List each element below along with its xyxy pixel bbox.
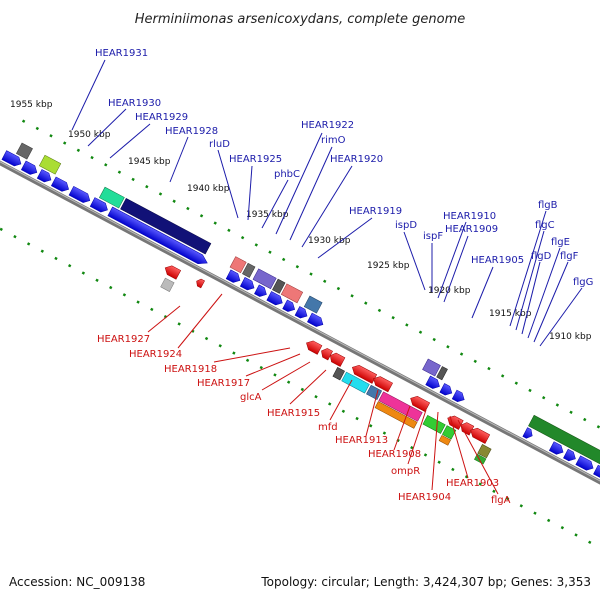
gene-label: HEAR1910 (443, 211, 496, 222)
top-leader-lines (71, 59, 583, 347)
gene-label: HEAR1918 (164, 364, 217, 375)
gene-label: ispD (395, 220, 417, 231)
map-title: Herminiimonas arsenicoxydans, complete g… (135, 12, 465, 27)
gene-label: flgD (531, 251, 552, 262)
gene-label: HEAR1927 (97, 334, 150, 345)
kbp-label: 1945 kbp (128, 157, 171, 167)
gene-label: flgB (538, 200, 558, 211)
topology-text: Topology: circular; Length: 3,424,307 bp… (260, 575, 591, 589)
gene-label: phbC (274, 169, 300, 180)
gene-label: flgE (551, 237, 570, 248)
kbp-label: 1920 kbp (428, 286, 471, 296)
gene-label: ispF (423, 231, 443, 242)
kbp-label: 1910 kbp (549, 332, 592, 342)
gene-label: flgG (573, 277, 593, 288)
gene-label: flgC (535, 220, 555, 231)
genome-band (0, 119, 600, 554)
gene-label: HEAR1917 (197, 378, 250, 389)
gene-label: HEAR1909 (445, 224, 498, 235)
kbp-labels: 1955 kbp 1950 kbp 1945 kbp 1940 kbp 1935… (10, 100, 592, 342)
gene-label: ompR (391, 466, 420, 477)
gene-label: flgF (560, 251, 579, 262)
gene-label: HEAR1924 (129, 349, 182, 360)
gene-label: HEAR1908 (368, 449, 421, 460)
gene-label: HEAR1925 (229, 154, 282, 165)
kbp-label: 1940 kbp (187, 184, 230, 194)
top-gene-labels: HEAR1931 HEAR1930 HEAR1929 HEAR1928 rluD… (95, 48, 593, 288)
gene-label: HEAR1931 (95, 48, 148, 59)
kbp-label: 1915 kbp (489, 309, 532, 319)
kbp-label: 1925 kbp (367, 261, 410, 271)
kbp-label: 1950 kbp (68, 130, 111, 140)
gene-label: HEAR1905 (471, 255, 524, 266)
gene-label: HEAR1904 (398, 492, 451, 503)
backbone-line (0, 151, 600, 513)
forward-strand-arrows (1, 150, 600, 479)
gene-label: HEAR1930 (108, 98, 161, 109)
gene-label: HEAR1920 (330, 154, 383, 165)
gene-label: mfd (318, 422, 338, 433)
gene-label: rimO (321, 135, 346, 146)
gene-label: HEAR1929 (135, 112, 188, 123)
gene-label: HEAR1903 (446, 478, 499, 489)
reverse-feature-blocks (160, 277, 492, 465)
gene-label: rluD (209, 139, 230, 150)
bottom-gene-labels: HEAR1927 HEAR1924 HEAR1918 HEAR1917 glcA… (97, 334, 511, 506)
gene-label: flgA (491, 495, 511, 506)
kbp-label: 1935 kbp (246, 210, 289, 220)
kbp-label: 1955 kbp (10, 100, 53, 110)
kbp-label: 1930 kbp (308, 236, 351, 246)
gene-label: HEAR1922 (301, 120, 354, 131)
bottom-leader-lines (147, 293, 499, 495)
gene-label: HEAR1919 (349, 206, 402, 217)
gene-label: glcA (240, 392, 262, 403)
gene-label: HEAR1915 (267, 408, 320, 419)
gene-label: HEAR1928 (165, 126, 218, 137)
accession-text: Accession: NC_009138 (9, 575, 145, 589)
gene-label: HEAR1913 (335, 435, 388, 446)
forward-feature-blocks (16, 142, 600, 466)
